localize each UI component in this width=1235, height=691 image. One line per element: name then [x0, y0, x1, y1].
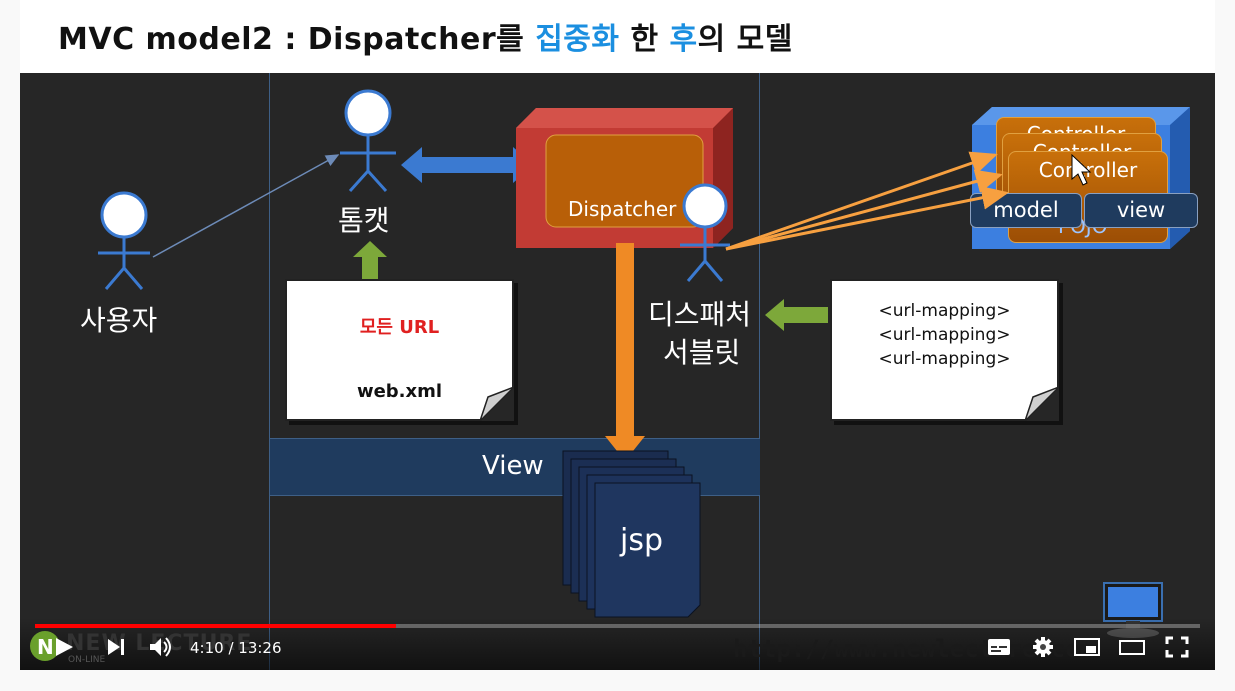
tomcat-label: 톰캣 — [338, 204, 390, 237]
webxml-document: 모든 URL web.xml — [285, 279, 514, 421]
divider-line — [759, 73, 760, 670]
divider-line — [269, 73, 270, 670]
view-pill: view — [1084, 193, 1198, 228]
volume-icon — [150, 637, 171, 657]
subtitles-icon — [988, 639, 1010, 655]
current-time: 4:10 — [190, 639, 224, 657]
dispatcher-servlet-label-line2: 서블릿 — [663, 336, 741, 369]
user-to-tomcat-arrow — [152, 154, 340, 258]
url-mapping-line: <url-mapping> — [878, 325, 1011, 345]
progress-played — [35, 624, 397, 628]
miniplayer-icon — [1074, 638, 1100, 656]
video-player[interactable]: MVC model2 : Dispatcher를 집중화 한 후의 모델 Vie… — [20, 0, 1215, 670]
webxml-filename: web.xml — [356, 381, 443, 402]
webxml-all-url-label: 모든 URL — [359, 317, 440, 338]
url-mapping-line: <url-mapping> — [878, 349, 1011, 369]
tomcat-dispatcher-arrow — [401, 147, 534, 183]
url-mapping-document: <url-mapping> <url-mapping> <url-mapping… — [830, 279, 1059, 421]
dispatcher-box-label: Dispatcher — [568, 197, 677, 221]
jsp-stack — [562, 450, 701, 618]
play-button[interactable] — [53, 635, 75, 663]
page-curl-icon — [480, 387, 514, 421]
url-mapping-line: <url-mapping> — [878, 301, 1011, 321]
webxml-up-arrow — [353, 241, 387, 279]
play-icon — [56, 638, 73, 656]
logo-subtext: ON-LINE — [68, 655, 106, 665]
slide-canvas: View — [20, 73, 1215, 670]
fullscreen-button[interactable] — [1164, 635, 1190, 663]
volume-button[interactable] — [148, 635, 174, 663]
user-label: 사용자 — [80, 304, 158, 337]
url-mapping-left-arrow — [765, 299, 828, 331]
settings-icon — [1033, 637, 1053, 657]
next-button[interactable] — [105, 635, 127, 663]
theater-button[interactable] — [1118, 635, 1146, 663]
dispatcher-box — [516, 108, 733, 248]
miniplayer-button[interactable] — [1073, 635, 1101, 663]
tomcat-figure — [340, 89, 396, 193]
subtitles-button[interactable] — [986, 635, 1012, 663]
slide-title: MVC model2 : Dispatcher를 집중화 한 후의 모델 — [58, 22, 793, 57]
dispatcher-to-jsp-arrow — [605, 243, 645, 461]
fullscreen-icon — [1165, 636, 1189, 658]
jsp-label: jsp — [620, 523, 664, 558]
mouse-cursor-icon — [1071, 153, 1092, 186]
servlet-to-controller-arrows — [725, 151, 1092, 251]
progress-bar[interactable] — [35, 624, 1200, 628]
next-icon — [108, 639, 124, 655]
theater-icon — [1119, 640, 1145, 655]
page-curl-icon — [1025, 387, 1059, 421]
time-display: 4:10 / 13:26 — [190, 639, 282, 657]
dispatcher-servlet-label-line1: 디스패처 — [648, 298, 752, 331]
dispatcher-servlet-figure — [680, 183, 730, 282]
user-figure — [98, 191, 150, 290]
settings-button[interactable] — [1030, 635, 1056, 663]
view-layer-label: View — [482, 451, 544, 481]
svg-text:N: N — [37, 635, 54, 659]
duration: 13:26 — [238, 639, 282, 657]
computer-icon — [1103, 582, 1163, 638]
